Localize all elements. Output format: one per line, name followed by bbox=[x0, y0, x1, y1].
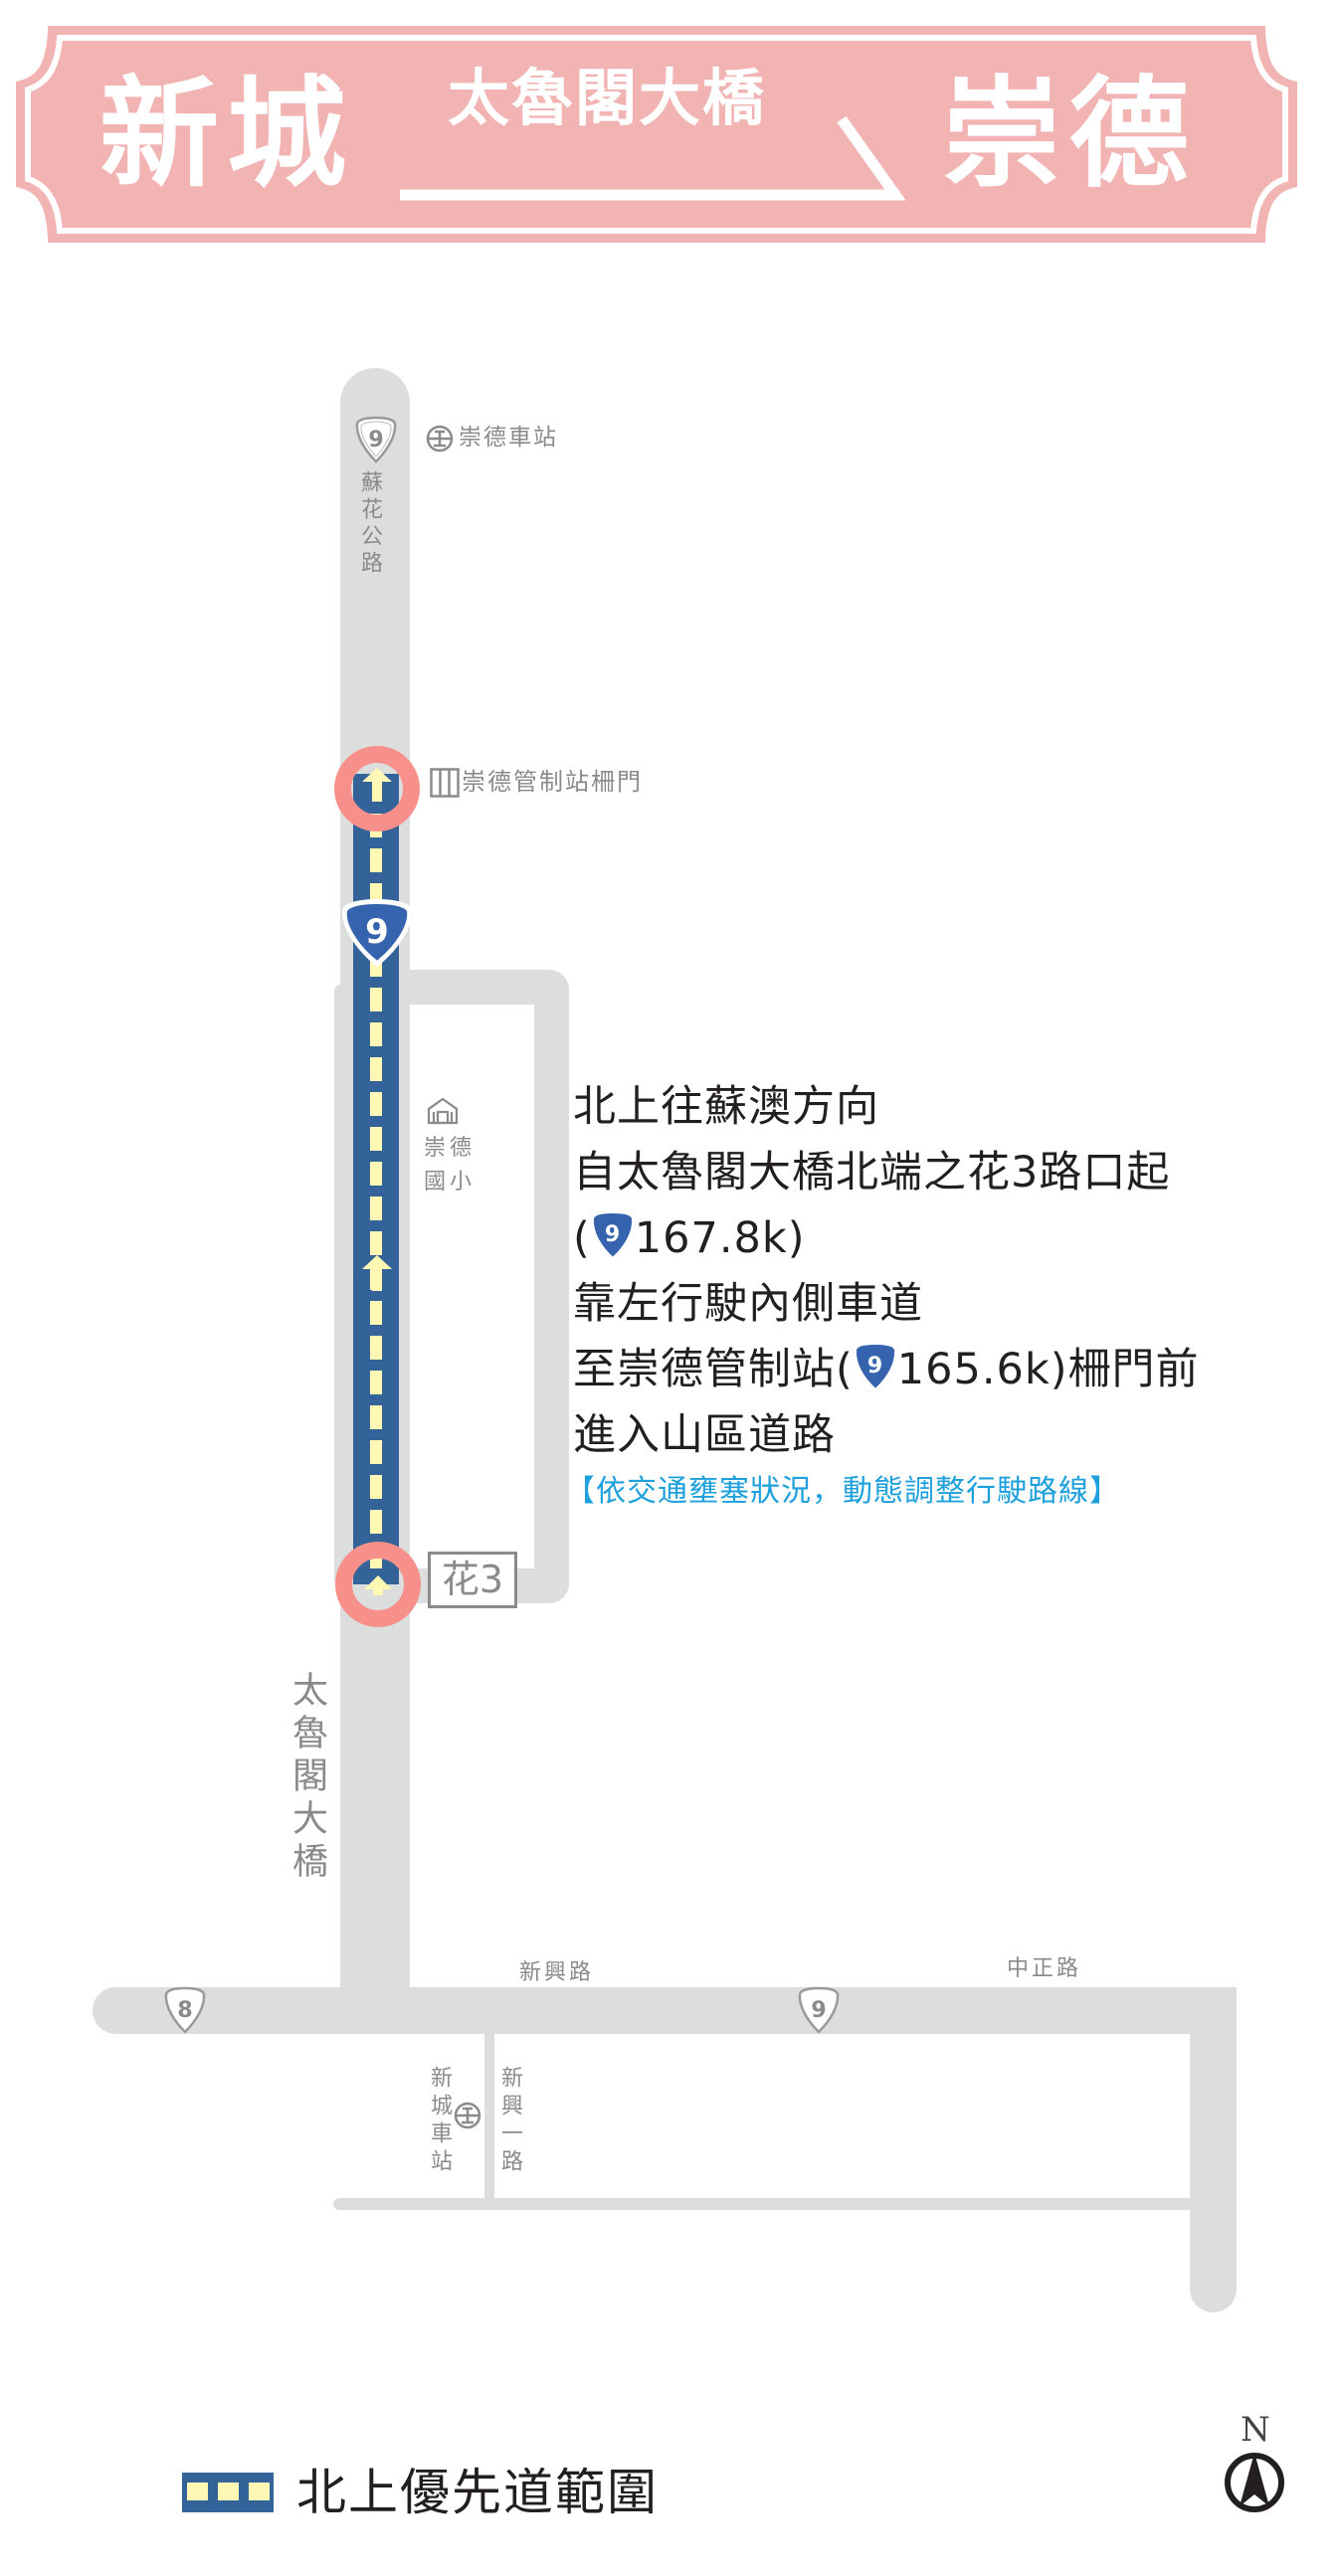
svg-text:8: 8 bbox=[177, 1998, 192, 2023]
highway-9-shield-icon: 9 bbox=[591, 1210, 634, 1260]
hua3-road-sign: 花3 bbox=[428, 1552, 517, 1608]
railway-station-icon bbox=[454, 2102, 481, 2129]
svg-text:9: 9 bbox=[605, 1222, 621, 1247]
svg-text:9: 9 bbox=[811, 1998, 826, 2023]
instruction-line-1: 北上往蘇澳方向 bbox=[573, 1082, 879, 1132]
origin-label: 新城 bbox=[99, 66, 354, 204]
xincheng-station-label: 新城車站 bbox=[427, 2066, 452, 2177]
compass-arrow-icon bbox=[1225, 2453, 1284, 2512]
start-marker-ring bbox=[335, 1542, 421, 1627]
highway-8-gray-shield-icon: 8 bbox=[164, 1986, 206, 2034]
highway-9-shield-icon: 9 bbox=[854, 1342, 896, 1391]
side-road-left-stub bbox=[334, 985, 344, 1581]
north-compass: N bbox=[1219, 2407, 1288, 2516]
svg-text:9: 9 bbox=[368, 428, 383, 453]
priority-lane-swatch bbox=[182, 2473, 274, 2512]
bridge-road-label: 太魯閣大橋 bbox=[287, 1671, 327, 1885]
highway-9-shield-icon: 9 bbox=[341, 899, 413, 967]
zhongzheng-road-label: 中正路 bbox=[1007, 1956, 1082, 1981]
svg-text:9: 9 bbox=[867, 1354, 883, 1379]
side-road-right bbox=[534, 970, 569, 1603]
xinxing-1st-road bbox=[484, 2034, 494, 2203]
instruction-line-3: ( 9 167.8k) bbox=[573, 1205, 1200, 1271]
chongde-gate-label: 崇德管制站柵門 bbox=[462, 768, 643, 796]
lane-dashes bbox=[370, 814, 382, 1569]
chongde-station-label: 崇德車站 bbox=[459, 425, 558, 451]
highway-9-gray-shield-icon: 9 bbox=[798, 1986, 840, 2034]
end-marker-ring bbox=[334, 746, 420, 831]
xinxing-1st-road-label: 新興一路 bbox=[497, 2066, 522, 2177]
title-banner: 新城 太魯閣大橋 崇德 bbox=[12, 24, 1301, 245]
instruction-line-2: 自太魯閣大橋北端之花3路口起 bbox=[573, 1148, 1171, 1197]
dynamic-route-note: 【依交通壅塞狀況，動態調整行駛路線】 bbox=[565, 1474, 1120, 1509]
destination-label: 崇德 bbox=[942, 66, 1197, 204]
route-instructions: 北上往蘇澳方向 自太魯閣大橋北端之花3路口起 ( 9 167.8k) 靠左行駛內… bbox=[573, 1074, 1200, 1468]
school-icon bbox=[427, 1097, 459, 1125]
north-label: N bbox=[1241, 2410, 1270, 2450]
railway-station-icon bbox=[426, 425, 454, 453]
xinxing-road bbox=[93, 1987, 1237, 2034]
suhua-road-label: 蘇花公路 bbox=[357, 470, 382, 578]
instruction-line-5: 至崇德管制站( 9 165.6k)柵門前 bbox=[573, 1337, 1200, 1402]
instruction-line-6: 進入山區道路 bbox=[573, 1410, 836, 1460]
zhongzheng-road-vertical bbox=[1190, 1987, 1237, 2312]
gate-icon bbox=[430, 768, 460, 798]
instruction-line-4: 靠左行駛內側車道 bbox=[573, 1279, 923, 1329]
up-arrow-icon bbox=[362, 1255, 392, 1291]
banner-frame bbox=[16, 26, 1297, 243]
legend-label: 北上優先道範圍 bbox=[296, 2464, 659, 2521]
highway-9-gray-shield-icon: 9 bbox=[355, 416, 397, 463]
xinxing-road-label: 新興路 bbox=[519, 1960, 595, 1985]
svg-text:9: 9 bbox=[365, 912, 389, 952]
school-label: 崇德國小 bbox=[424, 1136, 477, 1195]
lower-road bbox=[333, 2198, 1194, 2210]
bridge-label: 太魯閣大橋 bbox=[448, 62, 767, 134]
